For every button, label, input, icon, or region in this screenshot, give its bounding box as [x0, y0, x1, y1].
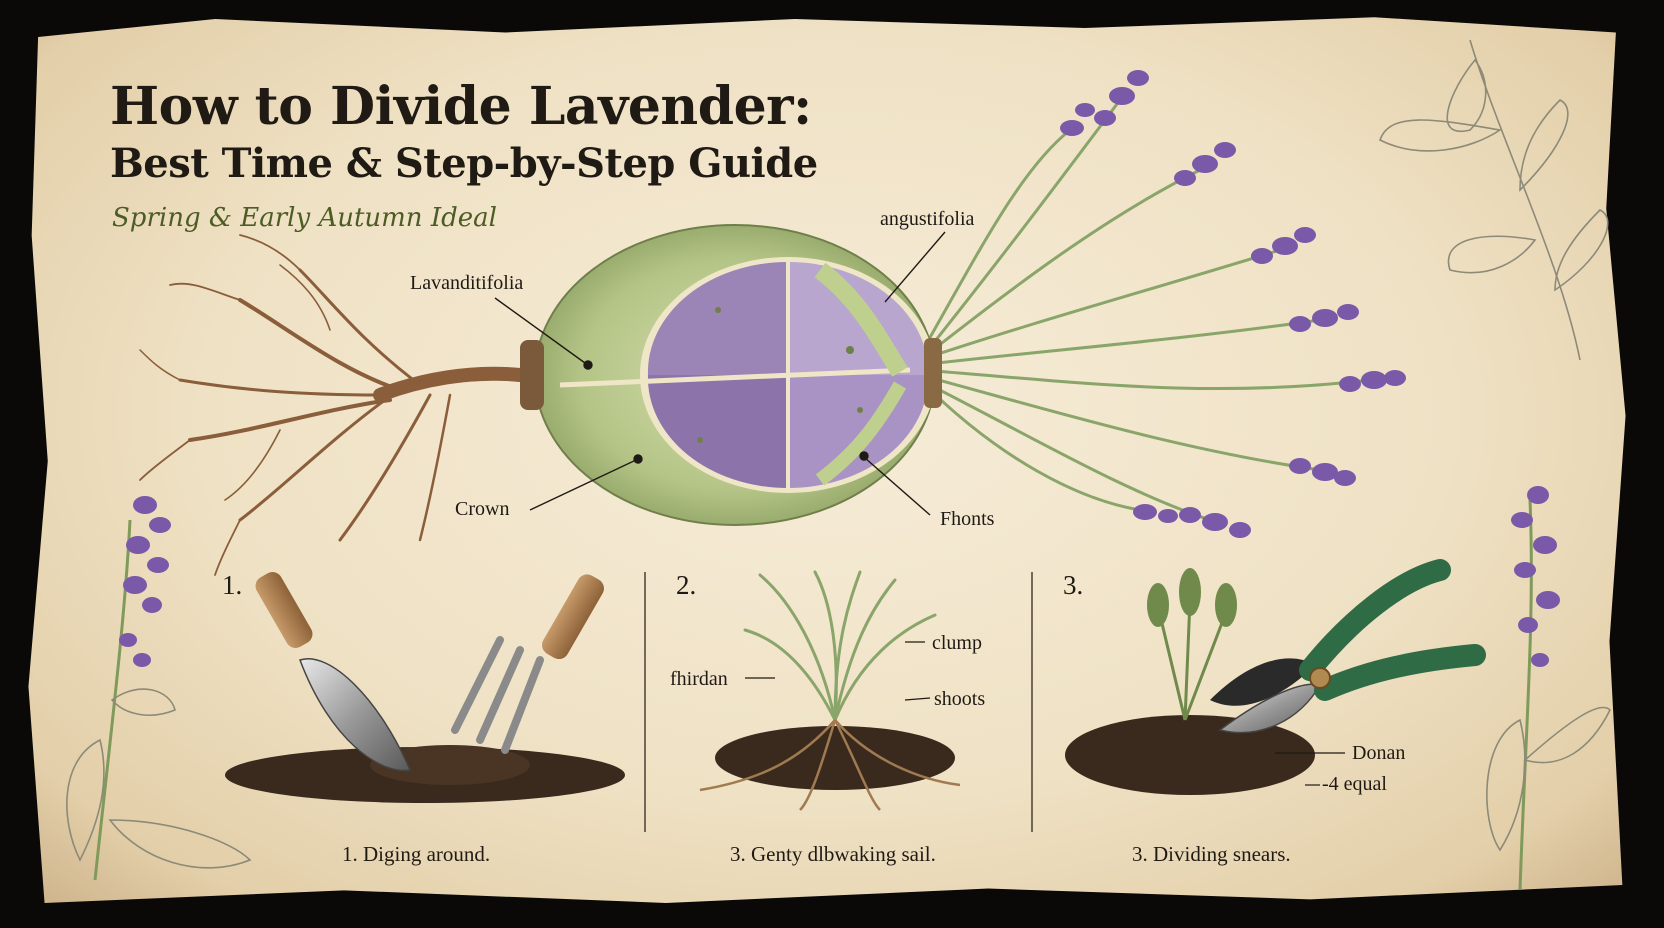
label-crown: Crown — [455, 498, 510, 520]
step-2-callout-shoots: shoots — [934, 688, 986, 710]
step-1-illustration — [225, 572, 625, 803]
decorative-leaves-top-right — [1379, 39, 1609, 361]
step-2-number: 2. — [676, 570, 697, 600]
page-subtitle: Best Time & Step-by-Step Guide — [110, 140, 818, 187]
tagline: Spring & Early Autumn Ideal — [112, 203, 497, 233]
callout-lines — [494, 231, 946, 516]
step-3-callout-equal: -4 equal — [1322, 773, 1387, 795]
step-3-illustration — [1065, 559, 1486, 795]
step-2-caption: 3. Genty dlbwaking sail. — [730, 842, 936, 866]
crown-cross-section — [520, 224, 942, 526]
step-3-callout-donan: Donan — [1352, 742, 1406, 764]
step-3-caption: 3. Dividing snears. — [1132, 842, 1291, 866]
step-1-number: 1. — [222, 570, 243, 600]
lavender-flower-spikes — [1060, 70, 1406, 538]
label-fhonts: Fhonts — [940, 508, 995, 530]
step-2-illustration — [699, 570, 961, 811]
step-3-number: 3. — [1063, 570, 1084, 600]
main-roots — [139, 234, 527, 576]
step-1-caption: 1. Diging around. — [342, 842, 491, 866]
step-2-callout-clump: clump — [932, 632, 982, 654]
step-2-callout-fhirdan: fhirdan — [670, 668, 728, 690]
decorative-lavender-left — [66, 496, 252, 881]
label-lavanditifolia: Lavanditifolia — [410, 272, 524, 294]
main-foliage — [918, 98, 1372, 522]
decorative-lavender-right — [1486, 486, 1611, 891]
label-angustifolia: angustifolia — [880, 208, 975, 230]
page-title: How to Divide Lavender: — [110, 76, 812, 137]
